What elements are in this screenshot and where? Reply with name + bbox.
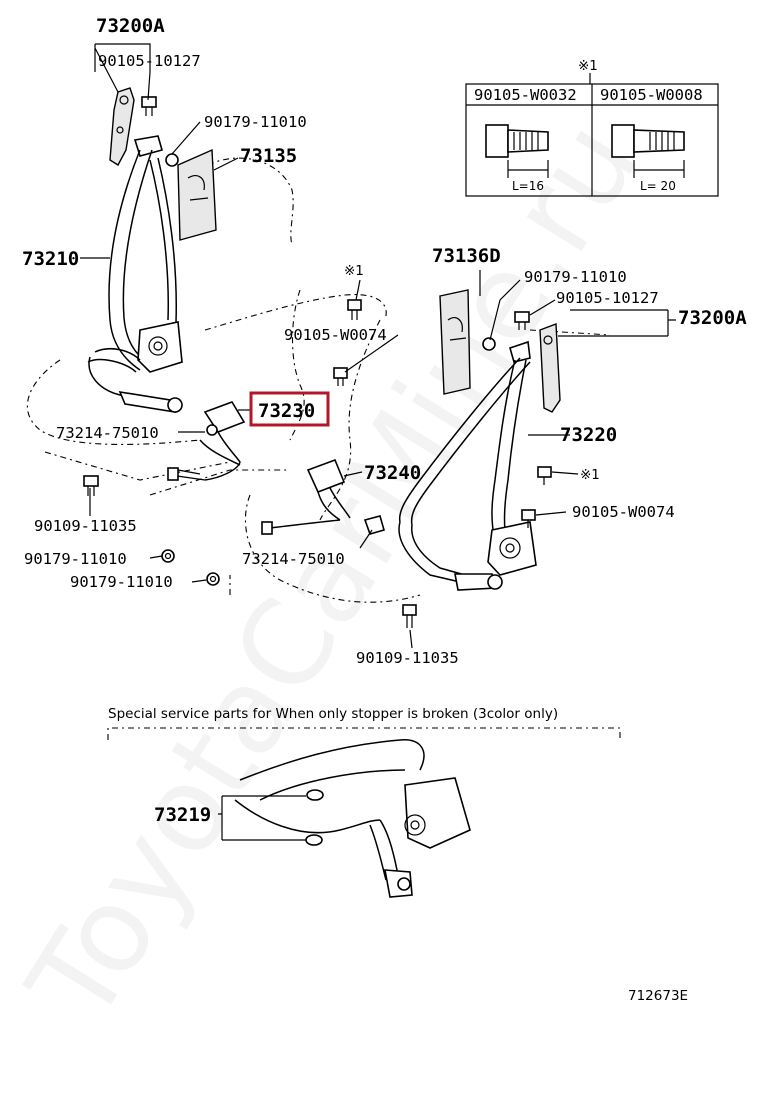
- bolt-icon: [537, 466, 552, 485]
- label-90105-10127-right: 90105-10127: [556, 289, 659, 307]
- diagram-code: 712673E: [628, 988, 688, 1004]
- label-73220: 73220: [560, 424, 617, 446]
- label-90105-10127-top: 90105-10127: [98, 52, 201, 70]
- bolt-table-left-part: 90105-W0032: [474, 86, 577, 104]
- bolt-icon: [141, 96, 157, 116]
- label-90179-11010-a: 90179-11010: [24, 550, 127, 568]
- label-73135: 73135: [240, 145, 297, 167]
- label-73200A-right: 73200A: [678, 307, 747, 329]
- mark-1-mid: ※1: [344, 263, 364, 279]
- label-90105-W0074-right: 90105-W0074: [572, 503, 675, 521]
- highlight-box-73230: [249, 391, 330, 427]
- label-73136D: 73136D: [432, 245, 501, 267]
- label-90179-11010-top: 90179-11010: [204, 113, 307, 131]
- bolt-table-right-length: L= 20: [640, 179, 676, 193]
- bolt-table-right-part: 90105-W0008: [600, 86, 703, 104]
- dashed-outlines: [26, 157, 611, 603]
- stopper-icon: [305, 834, 323, 846]
- label-73240: 73240: [364, 462, 421, 484]
- label-90179-11010-right: 90179-11010: [524, 268, 627, 286]
- left-upper-anchor-assembly: [87, 87, 217, 414]
- left-fasteners: [83, 299, 362, 586]
- label-73214-75010-left: 73214-75010: [56, 424, 159, 442]
- label-73230: 73230: [258, 400, 315, 422]
- bolt-table-left-length: L=16: [512, 179, 544, 193]
- bolt-icon: [485, 124, 549, 158]
- label-73219: 73219: [154, 804, 211, 826]
- bolt-icon: [347, 299, 362, 320]
- leader-lines: [80, 43, 676, 649]
- nut-icon: [482, 337, 496, 351]
- part-labels: 73200A 90105-10127 90179-11010 73135 732…: [22, 15, 747, 667]
- label-90109-11035-bottom: 90109-11035: [356, 649, 459, 667]
- label-73200A-top: 73200A: [96, 15, 165, 37]
- stopper-icon: [306, 789, 324, 801]
- bolt-icon: [333, 367, 348, 386]
- mark-1-right: ※1: [580, 467, 600, 483]
- bolt-table: ※1 90105-W0032 90105-W0008 L=16 L= 20: [465, 58, 719, 197]
- nut-icon: [206, 572, 220, 586]
- label-90179-11010-b: 90179-11010: [70, 573, 173, 591]
- bolt-icon: [514, 311, 530, 330]
- center-buckle-73240: [261, 458, 385, 535]
- bolt-table-mark: ※1: [578, 58, 598, 74]
- bolt-icon: [83, 475, 99, 496]
- label-90105-W0074-mid: 90105-W0074: [284, 326, 387, 344]
- label-73210: 73210: [22, 248, 79, 270]
- label-73214-75010-mid: 73214-75010: [242, 550, 345, 568]
- nut-icon: [161, 549, 175, 563]
- bolt-icon: [521, 509, 536, 528]
- watermark: ToyotaCarMine.ru: [1, 98, 665, 1046]
- label-90109-11035-left: 90109-11035: [34, 517, 137, 535]
- right-retractor-assembly: [398, 289, 561, 628]
- service-note: Special service parts for When only stop…: [108, 706, 558, 722]
- special-service-section: Special service parts for When only stop…: [107, 706, 621, 898]
- left-buckle-73230: [167, 401, 246, 481]
- bolt-icon: [611, 124, 685, 158]
- bolt-icon: [402, 604, 417, 628]
